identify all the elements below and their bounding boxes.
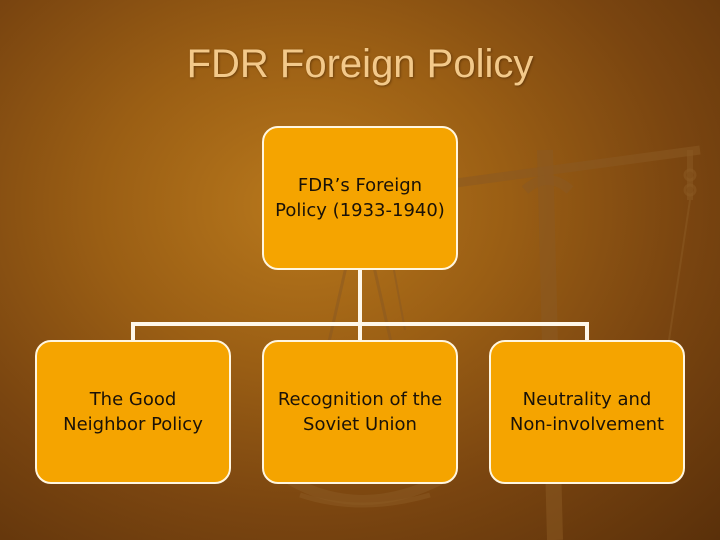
child-node-soviet-recognition: Recognition of the Soviet Union [262, 340, 458, 484]
child-node-good-neighbor-policy: The Good Neighbor Policy [35, 340, 231, 484]
root-node: FDR’s Foreign Policy (1933-1940) [262, 126, 458, 270]
child-node-label: The Good Neighbor Policy [63, 389, 203, 435]
root-node-label: FDR’s Foreign Policy (1933-1940) [275, 175, 445, 221]
connector-root-stem [358, 268, 362, 324]
connector-child-2 [358, 322, 362, 342]
child-node-label: Recognition of the Soviet Union [277, 389, 443, 435]
connector-child-3 [585, 322, 589, 342]
connector-child-1 [131, 322, 135, 342]
child-node-neutrality: Neutrality and Non-involvement [489, 340, 685, 484]
slide-title: FDR Foreign Policy [186, 42, 534, 86]
child-node-label: Neutrality and Non-involvement [509, 389, 665, 435]
